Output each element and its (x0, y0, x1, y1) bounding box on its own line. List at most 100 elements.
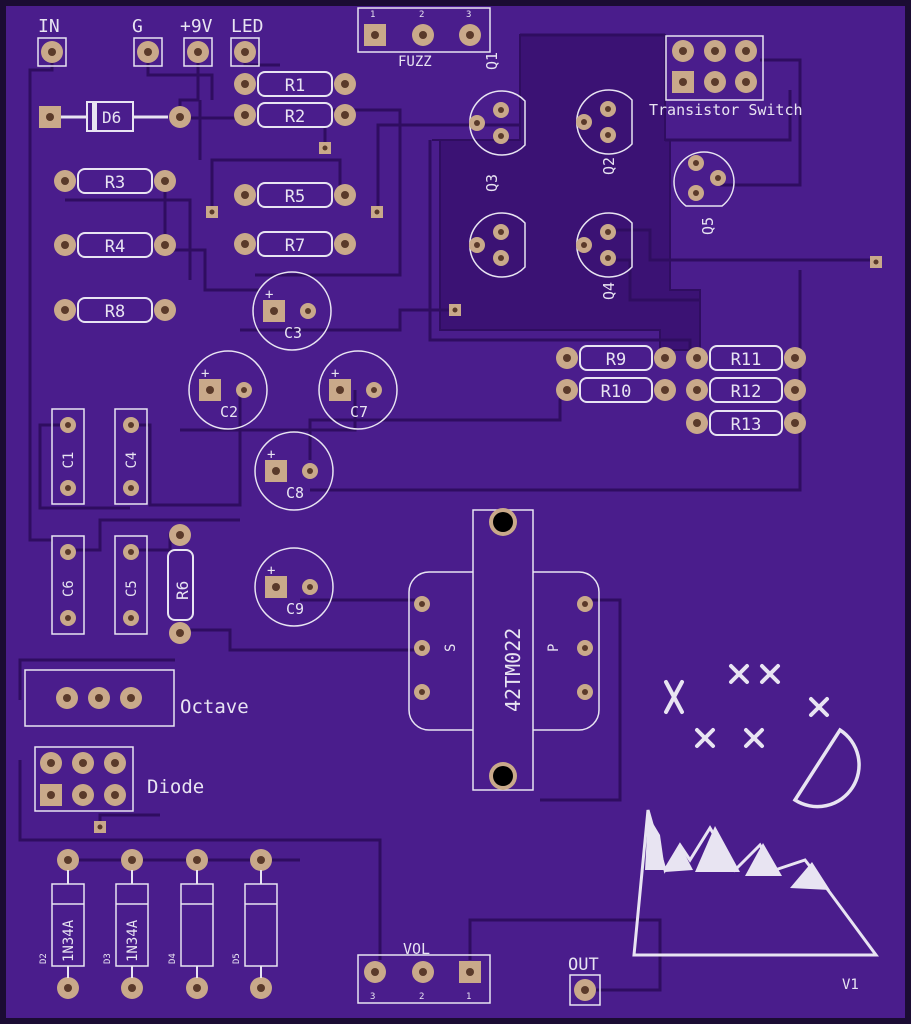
transformer (408, 508, 600, 791)
resistor-r9: R9 (556, 345, 676, 371)
transistor-switch-label: Transistor Switch (649, 101, 803, 119)
vol-header[interactable] (357, 954, 491, 1004)
diode-ref-label: D5 (232, 953, 242, 964)
resistor-r8: R8 (54, 297, 176, 323)
capacitor-c3: + C3 (252, 271, 332, 351)
label-led: LED (231, 16, 264, 37)
diode-d6 (39, 101, 191, 132)
diode-header[interactable] (34, 746, 134, 812)
diode-d4: D4 (168, 849, 214, 999)
resistor-r10: R10 (556, 377, 676, 403)
capacitor-c4: C4 (114, 408, 148, 505)
plus-mark: + (267, 563, 275, 579)
pad-9v[interactable] (183, 37, 213, 67)
transformer-p-label: P (546, 644, 562, 652)
pad-g[interactable] (133, 37, 163, 67)
diode-d3: D3 1N34A (103, 849, 149, 999)
electrolytic-capacitors: + C3 + C2 +C7+C8 + C9 (188, 271, 398, 627)
resistor-label: R8 (105, 302, 125, 322)
pad-in[interactable] (37, 37, 67, 67)
version-label: V1 (842, 977, 859, 993)
resistor-label: R1 (285, 76, 305, 96)
diode-ref-label: D3 (103, 953, 113, 964)
r6-label: R6 (173, 581, 192, 600)
fuzz-pin-2: 2 (419, 10, 424, 20)
transistor-q5: Q5 (673, 151, 735, 235)
capacitor-label: C3 (284, 324, 302, 342)
resistor-label: R11 (731, 350, 762, 370)
resistor-r7: R7 (234, 231, 356, 257)
diode-header-label: Diode (147, 776, 204, 798)
resistor-r3: R3 (54, 168, 176, 194)
vol-pin-1: 1 (466, 992, 471, 1002)
out-label: OUT (568, 955, 599, 975)
pad-out[interactable] (569, 974, 601, 1006)
plus-mark: + (201, 366, 209, 382)
octave-label: Octave (180, 696, 249, 718)
resistor-r5: R5 (234, 182, 356, 208)
capacitor-c9: + C9 (254, 547, 334, 627)
label-g: G (132, 16, 143, 37)
diode-ref-label: D2 (39, 953, 49, 964)
transformer-part-label: 42TM022 (501, 628, 525, 712)
resistor-label: R10 (601, 382, 632, 402)
resistor-r11: R11 (686, 345, 806, 371)
transistor-label: Q3 (483, 174, 501, 192)
capacitor-label: C8 (286, 484, 304, 502)
fuzz-pin-1: 1 (370, 10, 375, 20)
capacitor-c2: + C2 (188, 350, 268, 430)
diode-part-label: 1N34A (125, 919, 141, 962)
diode-d5: D5 (232, 849, 278, 999)
diode-ref-label: D4 (168, 953, 178, 964)
artwork (664, 664, 829, 748)
transformer-s-label: S (443, 644, 459, 652)
resistor-r13: R13 (686, 410, 806, 436)
capacitor-c8: +C8 (254, 431, 334, 511)
capacitor-label: C6 (61, 580, 77, 597)
resistor-r2: R2 (234, 102, 356, 128)
capacitor-c5: C5 (114, 535, 148, 635)
pad-led[interactable] (230, 37, 260, 67)
vol-pin-3: 3 (370, 992, 375, 1002)
fuzz-label: FUZZ (398, 54, 432, 70)
capacitor-label: C9 (286, 600, 304, 618)
resistor-label: R9 (606, 350, 626, 370)
capacitor-label: C5 (124, 580, 140, 597)
resistor-r12: R12 (686, 377, 806, 403)
octave-header[interactable] (24, 669, 175, 727)
transistor-q3: Q3 (469, 174, 526, 278)
transistor-label: Q2 (600, 157, 618, 175)
resistor-r4: R4 (54, 232, 176, 258)
resistor-label: R12 (731, 382, 762, 402)
resistor-label: R7 (285, 236, 305, 256)
resistor-label: R4 (105, 237, 125, 257)
resistor-label: R2 (285, 107, 305, 127)
capacitor-label: C2 (220, 403, 238, 421)
diode-part-label: 1N34A (61, 919, 77, 962)
diode-d2: D2 1N34A (39, 849, 85, 999)
transistor-label: Q4 (600, 282, 618, 300)
capacitor-c1: C1 (51, 408, 85, 505)
label-9v: +9V (180, 16, 213, 37)
transistor-switch-header[interactable] (665, 35, 764, 101)
capacitor-label: C4 (124, 452, 140, 469)
fuzz-header[interactable] (357, 7, 491, 53)
moon-shape (792, 727, 861, 809)
transistor-q2: Q2 (576, 89, 633, 175)
mountains (632, 809, 879, 957)
transistor-label: Q1 (483, 52, 501, 70)
capacitor-c7: +C7 (318, 350, 398, 430)
capacitor-label: C7 (350, 403, 368, 421)
plus-mark: + (265, 287, 273, 303)
resistor-label: R3 (105, 173, 125, 193)
transistor-q1: Q1 (469, 52, 526, 156)
small-diodes: D2 1N34A D3 1N34A D4 D5 (39, 849, 278, 999)
vol-pin-2: 2 (419, 992, 424, 1002)
transistor-label: Q5 (699, 217, 717, 235)
fuzz-pin-3: 3 (466, 10, 471, 20)
resistor-label: R13 (731, 415, 762, 435)
resistor-r1: R1 (234, 71, 356, 97)
